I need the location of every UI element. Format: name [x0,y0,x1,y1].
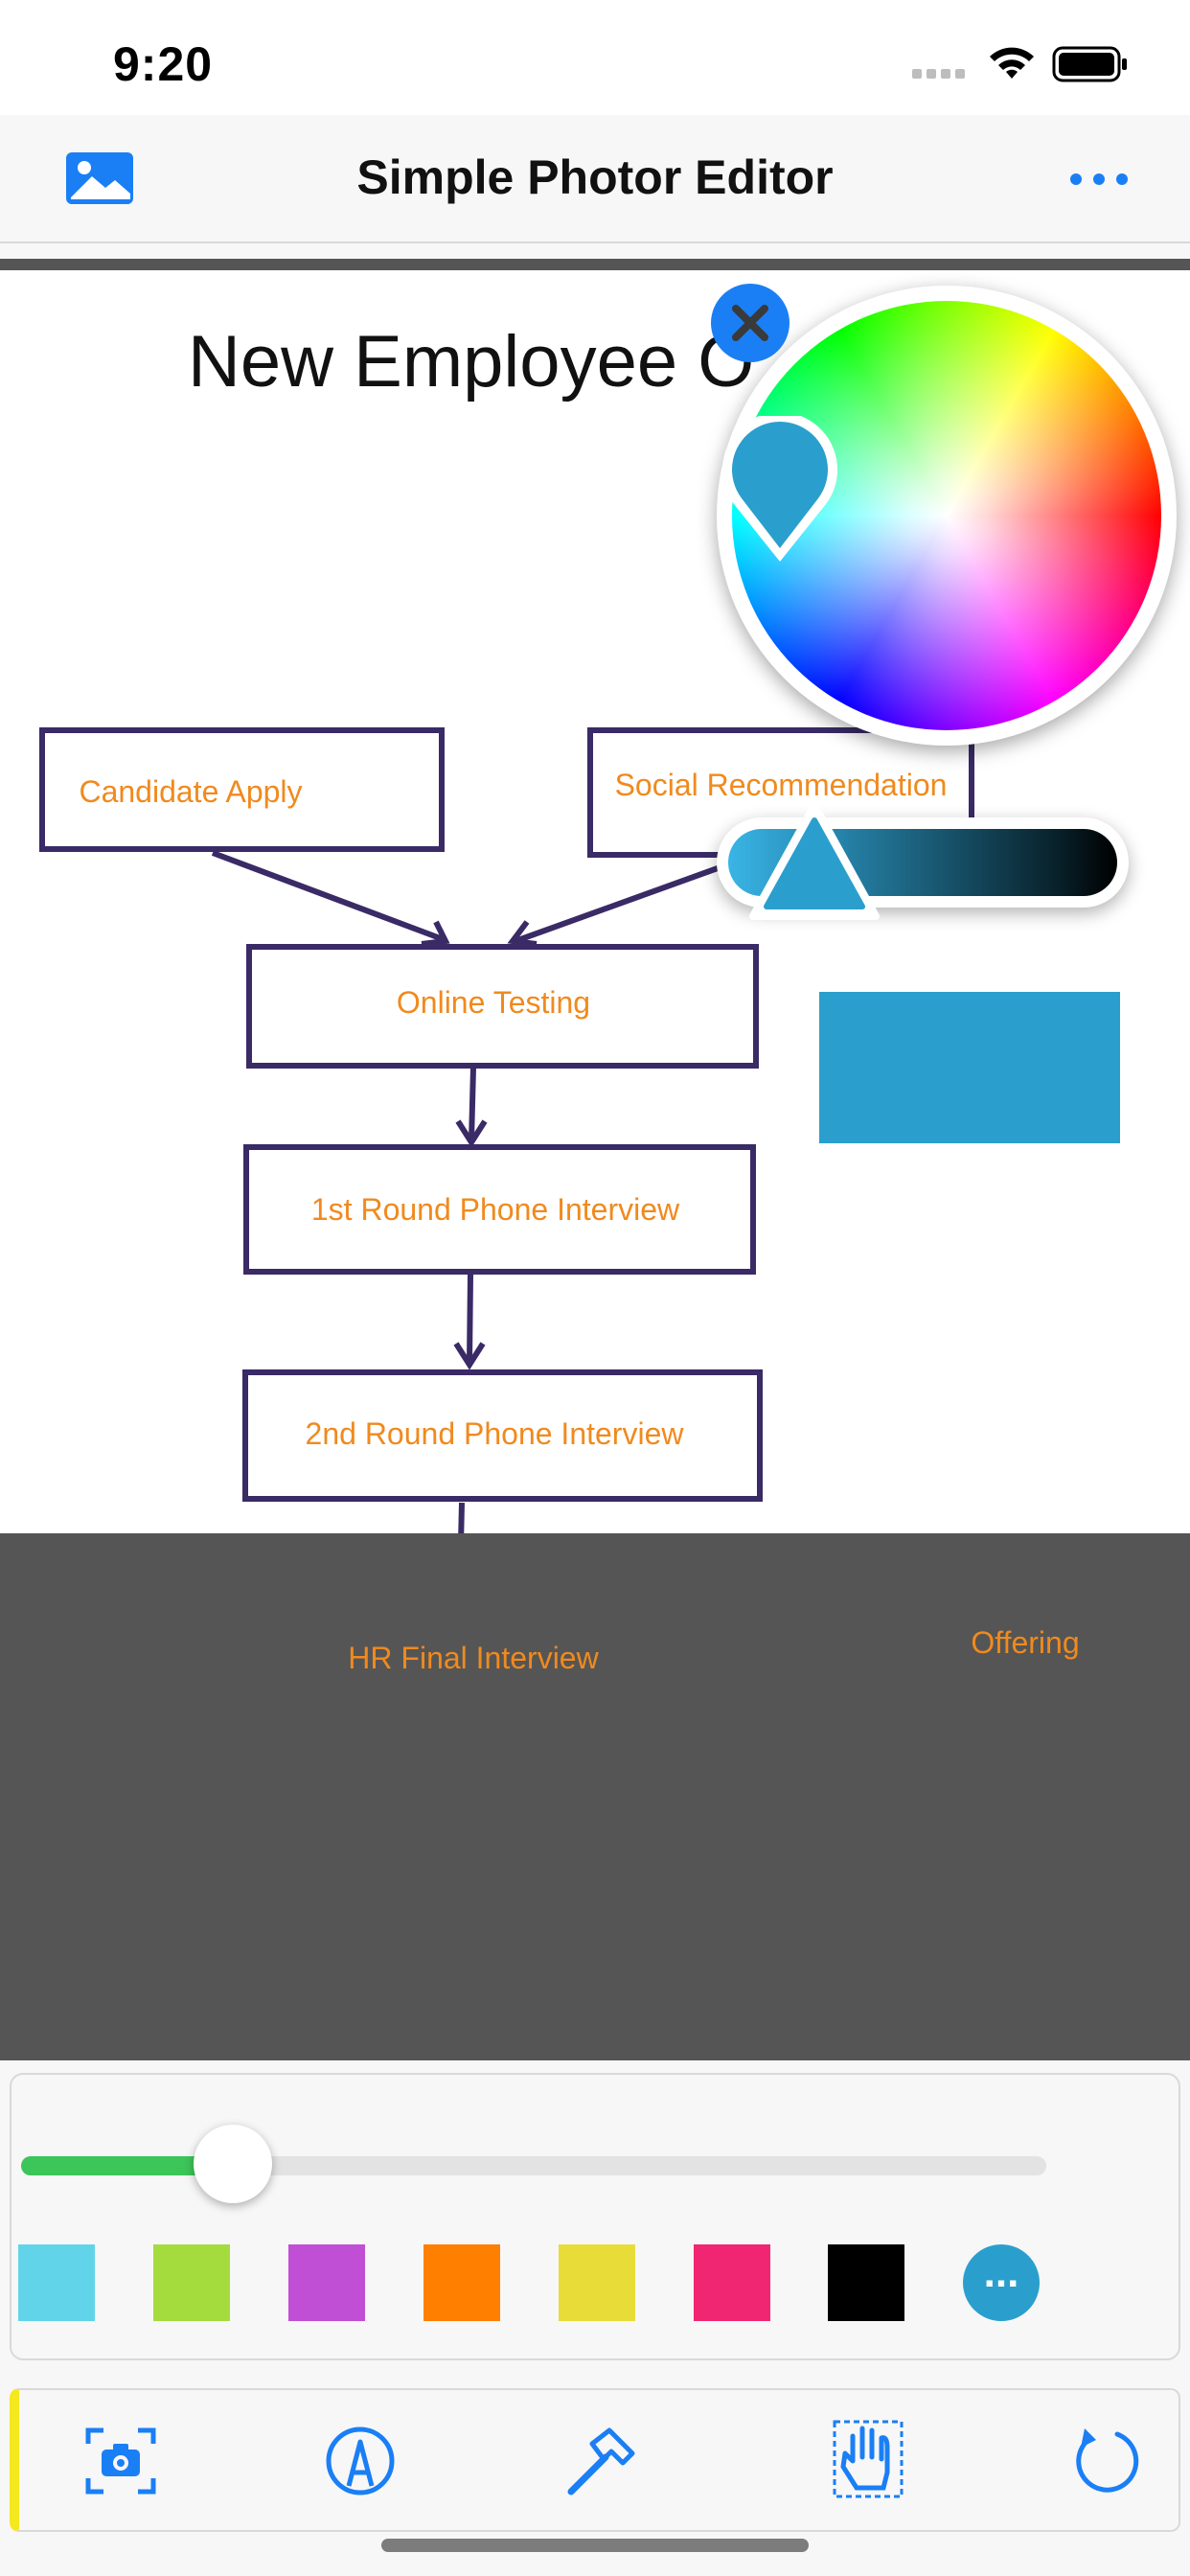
document-title: New Employee O [188,321,755,402]
rotate-icon[interactable] [1071,2425,1144,2497]
box-round2 [242,1369,763,1502]
brush-settings-panel: ... [10,2073,1180,2360]
box-candidate [39,727,445,852]
swatch-purple[interactable] [288,2244,365,2321]
page-title: Simple Photor Editor [356,150,834,204]
brush-size-thumb[interactable] [194,2125,272,2203]
wifi-icon [990,47,1034,79]
pen-icon[interactable] [324,2425,397,2497]
status-bar: 9:20 [0,0,1190,115]
more-icon[interactable] [1069,172,1129,186]
box-online [246,944,759,1069]
battery-icon [1052,46,1127,82]
camera-icon[interactable] [84,2425,157,2497]
home-indicator [381,2539,809,2552]
swatch-orange[interactable] [423,2244,500,2321]
node-hr-label: HR Final Interview [348,1641,599,1675]
node-offering-label: Offering [971,1625,1080,1660]
node-online-label: Online Testing [396,985,591,1020]
swatch-cyan[interactable] [18,2244,95,2321]
close-picker-button[interactable] [711,284,790,362]
close-icon [732,305,768,341]
brightness-handle[interactable] [749,801,880,924]
color-preview-swatch [819,992,1120,1143]
tool-bar [10,2388,1180,2532]
hand-icon[interactable] [832,2419,904,2499]
brush-size-fill [21,2156,241,2175]
node-round1-label: 1st Round Phone Interview [310,1192,680,1227]
node-social-label: Social Recommendation [614,768,948,802]
photo-icon[interactable] [63,150,136,207]
cellular-signal-icon [912,69,965,79]
node-candidate-label: Candidate Apply [79,774,303,809]
status-time: 9:20 [113,37,214,91]
box-round1 [243,1144,756,1275]
swatch-green[interactable] [153,2244,230,2321]
more-colors-button[interactable]: ... [963,2244,1040,2321]
navigation-bar: Simple Photor Editor [0,115,1190,243]
brush-size-track[interactable] [21,2156,1046,2175]
swatch-black[interactable] [828,2244,904,2321]
swatch-pink[interactable] [694,2244,770,2321]
node-round2-label: 2nd Round Phone Interview [305,1416,684,1451]
swatch-yellow[interactable] [559,2244,635,2321]
color-wheel-handle[interactable] [717,416,843,567]
hammer-icon[interactable] [563,2425,636,2497]
